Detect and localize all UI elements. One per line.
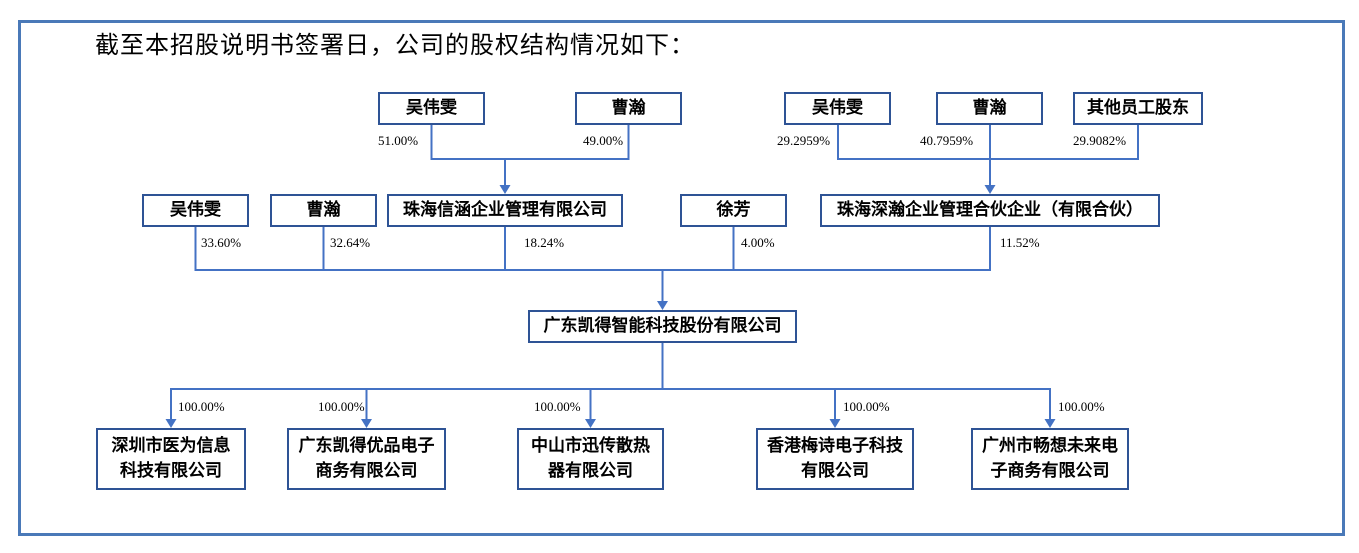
box-company-zhuhai-xinhan: 珠海信涵企业管理有限公司 xyxy=(387,194,623,227)
ownership-percent: 51.00% xyxy=(378,133,419,148)
ownership-percent: 29.9082% xyxy=(1073,133,1127,148)
box-subsidiary-hongkong-meishi: 香港梅诗电子科技有限公司 xyxy=(756,428,914,490)
ownership-percent: 18.24% xyxy=(524,235,565,250)
ownership-percent: 100.00% xyxy=(843,399,890,414)
box-subsidiary-zhongshan-xunchuan: 中山市迅传散热器有限公司 xyxy=(517,428,664,490)
shareholder-name: 吴伟雯 xyxy=(170,200,221,220)
ownership-percent: 29.2959% xyxy=(777,133,831,148)
company-name: 珠海深瀚企业管理合伙企业（有限合伙） xyxy=(837,200,1143,220)
company-name: 珠海信涵企业管理有限公司 xyxy=(403,200,607,220)
ownership-percent: 40.7959% xyxy=(920,133,974,148)
shareholder-name: 徐芳 xyxy=(716,200,751,220)
company-name: 广州市畅想未来电子商务有限公司 xyxy=(982,436,1118,480)
box-shareholder-wu-weiwen-right: 吴伟雯 xyxy=(784,92,891,125)
shareholder-name: 吴伟雯 xyxy=(812,98,863,118)
shareholder-name: 其他员工股东 xyxy=(1087,98,1189,118)
ownership-percent: 4.00% xyxy=(741,235,775,250)
arrowhead-icons xyxy=(165,185,1056,428)
ownership-percent: 33.60% xyxy=(201,235,242,250)
box-shareholder-wu-weiwen-mid: 吴伟雯 xyxy=(142,194,249,227)
ownership-percent: 100.00% xyxy=(1058,399,1105,414)
ownership-percent: 49.00% xyxy=(583,133,624,148)
diagram-border-frame xyxy=(18,20,1345,536)
box-subsidiary-shenzhen-yiwei: 深圳市医为信息科技有限公司 xyxy=(96,428,246,490)
shareholder-name: 吴伟雯 xyxy=(406,98,457,118)
box-shareholder-cao-han-right: 曹瀚 xyxy=(936,92,1043,125)
box-shareholder-cao-han-left: 曹瀚 xyxy=(575,92,682,125)
ownership-percent: 100.00% xyxy=(178,399,225,414)
shareholder-name: 曹瀚 xyxy=(611,98,646,118)
ownership-percent: 32.64% xyxy=(330,235,371,250)
box-subsidiary-guangdong-kaide-youpin: 广东凯得优品电子商务有限公司 xyxy=(287,428,446,490)
company-name: 广东凯得优品电子商务有限公司 xyxy=(298,436,435,480)
box-subsidiary-guangzhou-changxiang: 广州市畅想未来电子商务有限公司 xyxy=(971,428,1129,490)
company-name: 香港梅诗电子科技有限公司 xyxy=(767,436,903,480)
box-shareholder-wu-weiwen-left: 吴伟雯 xyxy=(378,92,485,125)
company-name: 中山市迅传散热器有限公司 xyxy=(531,436,650,480)
box-company-zhuhai-shenhan: 珠海深瀚企业管理合伙企业（有限合伙） xyxy=(820,194,1160,227)
company-name: 深圳市医为信息科技有限公司 xyxy=(111,436,231,480)
box-shareholder-xu-fang: 徐芳 xyxy=(680,194,787,227)
box-shareholder-cao-han-mid: 曹瀚 xyxy=(270,194,377,227)
diagram-title: 截至本招股说明书签署日，公司的股权结构情况如下： xyxy=(95,33,695,59)
company-name: 广东凯得智能科技股份有限公司 xyxy=(543,316,782,336)
ownership-percent: 100.00% xyxy=(534,399,581,414)
ownership-percent: 11.52% xyxy=(1000,235,1040,250)
box-shareholder-other-employees: 其他员工股东 xyxy=(1073,92,1203,125)
shareholder-name: 曹瀚 xyxy=(306,200,341,220)
ownership-percent: 100.00% xyxy=(318,399,365,414)
box-parent-company-guangdong-kaide: 广东凯得智能科技股份有限公司 xyxy=(528,310,797,343)
shareholder-name: 曹瀚 xyxy=(972,98,1007,118)
